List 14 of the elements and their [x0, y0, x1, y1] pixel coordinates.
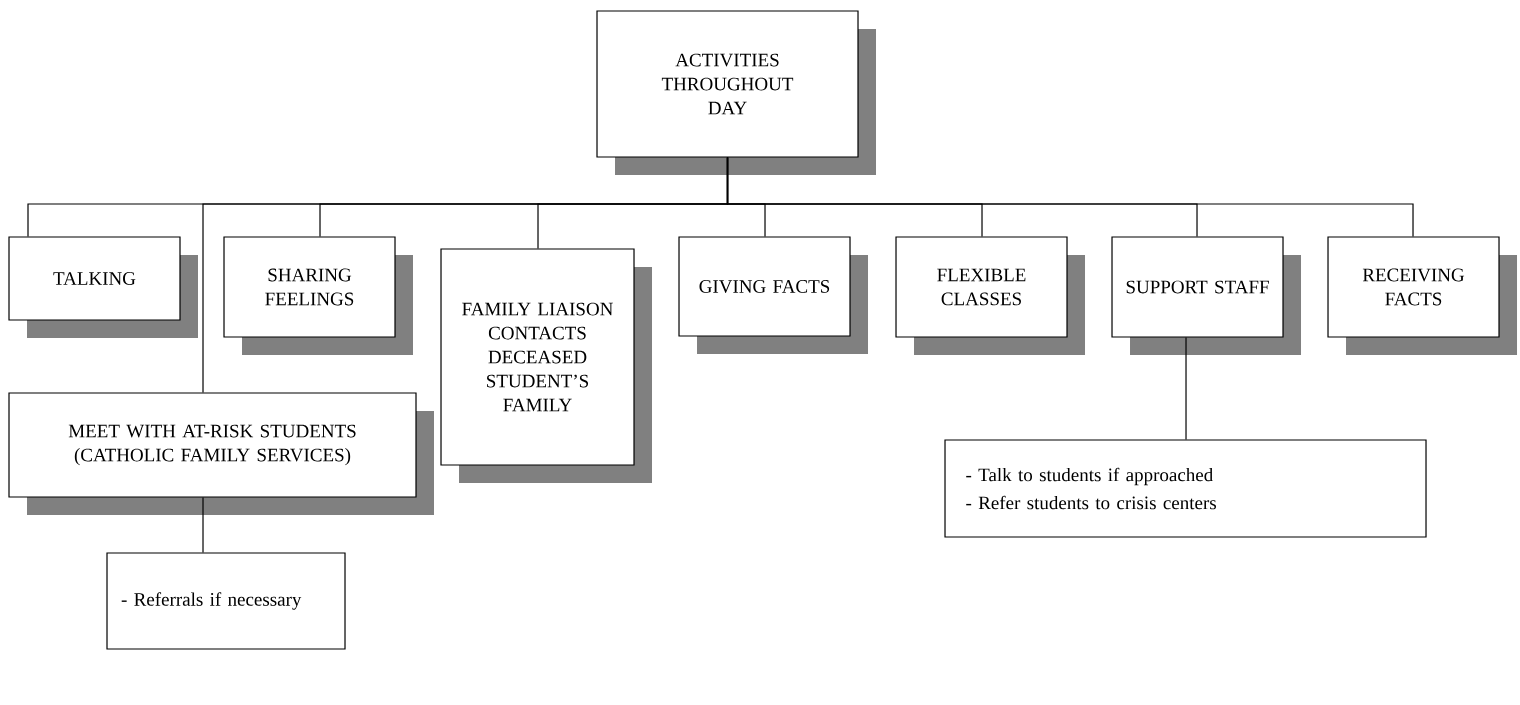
- text-box: SHARING FEELINGS: [223, 236, 413, 355]
- text-box: GIVING FACTS: [678, 236, 868, 354]
- connector-line: [1185, 337, 1187, 440]
- note-box: - Talk to students if approached - Refer students to crisis centers: [944, 439, 1427, 538]
- connector-line: [202, 497, 204, 553]
- note-box: - Referrals if necessary: [106, 552, 346, 650]
- text-box: ACTIVITIES THROUGHOUT DAY: [596, 10, 876, 175]
- text-box: SUPPORT STAFF: [1111, 236, 1301, 355]
- text-box: MEET WITH AT-RISK STUDENTS (CATHOLIC FAMILY SERVICES): [8, 392, 434, 515]
- connector-line: [726, 157, 1414, 237]
- text-box: TALKING: [8, 236, 198, 338]
- text-box: FAMILY LIAISON CONTACTS DECEASED STUDENT’S FAMILY: [440, 248, 652, 483]
- text-box: RECEIVING FACTS: [1327, 236, 1517, 355]
- text-box: FLEXIBLE CLASSES: [895, 236, 1085, 355]
